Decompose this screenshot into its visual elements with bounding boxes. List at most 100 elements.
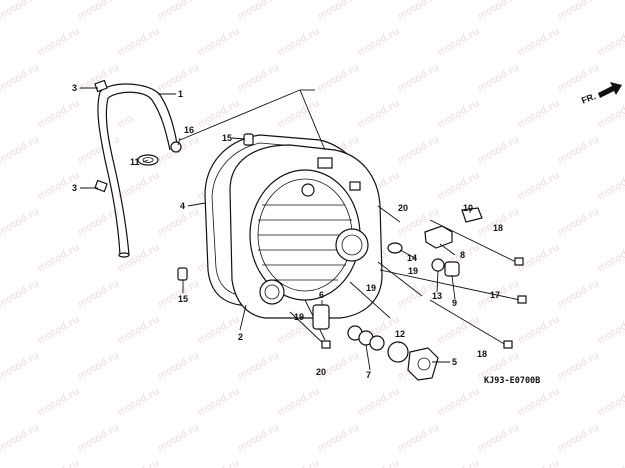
callout-4: 4: [180, 201, 185, 211]
watermark-text: motod.ru: [116, 458, 161, 468]
watermark-text: motod.ru: [436, 170, 481, 202]
watermark-text: motod.ru: [116, 242, 161, 274]
watermark-text: motod.ru: [396, 422, 441, 454]
watermark-text: motod.ru: [596, 458, 625, 468]
watermark-text: motod.ru: [516, 170, 561, 202]
watermark-text: motod.ru: [436, 458, 481, 468]
watermark-text: motod.ru: [276, 386, 321, 418]
watermark-text: motod.ru: [516, 26, 561, 58]
watermark-text: motod.ru: [556, 422, 601, 454]
watermark-text: motod.ru: [196, 314, 241, 346]
direction-label: FR.: [580, 91, 597, 106]
callout-3-top: 3: [72, 83, 77, 93]
watermark-text: motod.ru: [196, 458, 241, 468]
small-parts: [312, 207, 483, 381]
watermark-text: motod.ru: [516, 386, 561, 418]
watermark-text: motod.ru: [36, 314, 81, 346]
watermark-text: motod.ru: [596, 314, 625, 346]
watermark-text: motod.ru: [196, 26, 241, 58]
leader-lines: [80, 87, 471, 371]
watermark-text: motod.ru: [116, 314, 161, 346]
callout-3-bottom: 3: [72, 183, 77, 193]
watermark-text: motod.ru: [436, 98, 481, 130]
watermark-text: motod.ru: [0, 422, 41, 454]
callout-18-bottom: 18: [477, 349, 487, 359]
crankcase-cover: [229, 144, 383, 319]
watermark-text: motod.ru: [0, 458, 1, 468]
callout-5: 5: [452, 357, 457, 367]
watermark-text: motod.ru: [476, 62, 521, 94]
callout-14: 14: [407, 253, 417, 263]
watermark-text: motod.ru: [0, 26, 1, 58]
callout-8: 8: [460, 250, 465, 260]
watermark-text: motod.ru: [0, 350, 41, 382]
callout-6: 6: [319, 290, 324, 300]
watermark-text: motod.ru: [316, 62, 361, 94]
watermark-text: motod.ru: [76, 0, 121, 23]
watermark-text: motod.ru: [556, 350, 601, 382]
callout-15-top: 15: [222, 133, 232, 143]
watermark-text: motod.ru: [596, 386, 625, 418]
watermark-text: motod.ru: [116, 26, 161, 58]
watermark-text: motod.ru: [36, 386, 81, 418]
callout-12: 12: [395, 329, 405, 339]
watermark-text: motod.ru: [476, 134, 521, 166]
diagram-code: KJ93-E0700B: [484, 376, 540, 386]
watermark-text: motod.ru: [0, 314, 1, 346]
watermark-text: motod.ru: [76, 206, 121, 238]
watermark-text: motod.ru: [556, 206, 601, 238]
callout-10: 10: [463, 203, 473, 213]
watermark-text: motod.ru: [0, 386, 1, 418]
watermark-text: motod.ru: [476, 0, 521, 23]
watermark-text: motod.ru: [116, 386, 161, 418]
watermark-text: motod.ru: [0, 98, 1, 130]
watermark-text: motod.ru: [0, 242, 1, 274]
callout-16: 16: [184, 125, 194, 135]
watermark-text: motod.ru: [156, 422, 201, 454]
callout-9: 9: [452, 298, 457, 308]
watermark-text: motod.ru: [156, 206, 201, 238]
watermark-text: motod.ru: [556, 278, 601, 310]
callout-19-left: 19: [294, 312, 304, 322]
watermark-text: motod.ru: [76, 422, 121, 454]
watermark-text: motod.ru: [556, 0, 601, 23]
watermark-text: motod.ru: [196, 386, 241, 418]
watermark-text: motod.ru: [276, 458, 321, 468]
watermark-text: motod.ru: [436, 314, 481, 346]
watermark-text: motod.ru: [356, 386, 401, 418]
callout-19-mid: 19: [366, 283, 376, 293]
watermark-text: motod.ru: [476, 422, 521, 454]
callout-15-bottom: 15: [178, 294, 188, 304]
watermark-text: motod.ru: [396, 134, 441, 166]
watermark-text: motod.ru: [396, 0, 441, 23]
watermark-text: motod.ru: [156, 350, 201, 382]
watermark-text: motod.ru: [236, 422, 281, 454]
callout-17: 17: [490, 290, 500, 300]
callouts: 1 2 3 3 4 5 6 7 8 9 10 11 12 13 14 15 15…: [72, 83, 503, 380]
watermark-text: motod.ru: [236, 62, 281, 94]
watermark-text: motod.ru: [316, 0, 361, 23]
watermark-text: motod.ru: [36, 458, 81, 468]
watermark-text: motod.ru: [236, 0, 281, 23]
watermark-text: motod.ru: [596, 242, 625, 274]
watermark-text: motod.ru: [436, 386, 481, 418]
callout-20-top: 20: [398, 203, 408, 213]
callout-11: 11: [130, 157, 140, 167]
callout-7: 7: [366, 370, 371, 380]
watermark-text: motod.ru: [0, 0, 41, 23]
watermark-text: motod.ru: [356, 98, 401, 130]
callout-13: 13: [432, 291, 442, 301]
watermark-text: motod.ru: [596, 98, 625, 130]
direction-indicator: FR.: [580, 82, 622, 106]
watermark-text: motod.ru: [516, 458, 561, 468]
watermark-text: motod.ru: [0, 206, 41, 238]
forward-arrow-icon: [598, 82, 622, 98]
watermark-text: motod.ru: [236, 350, 281, 382]
watermark-text: motod.ru: [156, 0, 201, 23]
watermark-text: motod.ru: [0, 170, 1, 202]
watermark-text: motod.ru: [36, 242, 81, 274]
callout-20-bottom: 20: [316, 367, 326, 377]
watermark-text: motod.ru: [596, 170, 625, 202]
